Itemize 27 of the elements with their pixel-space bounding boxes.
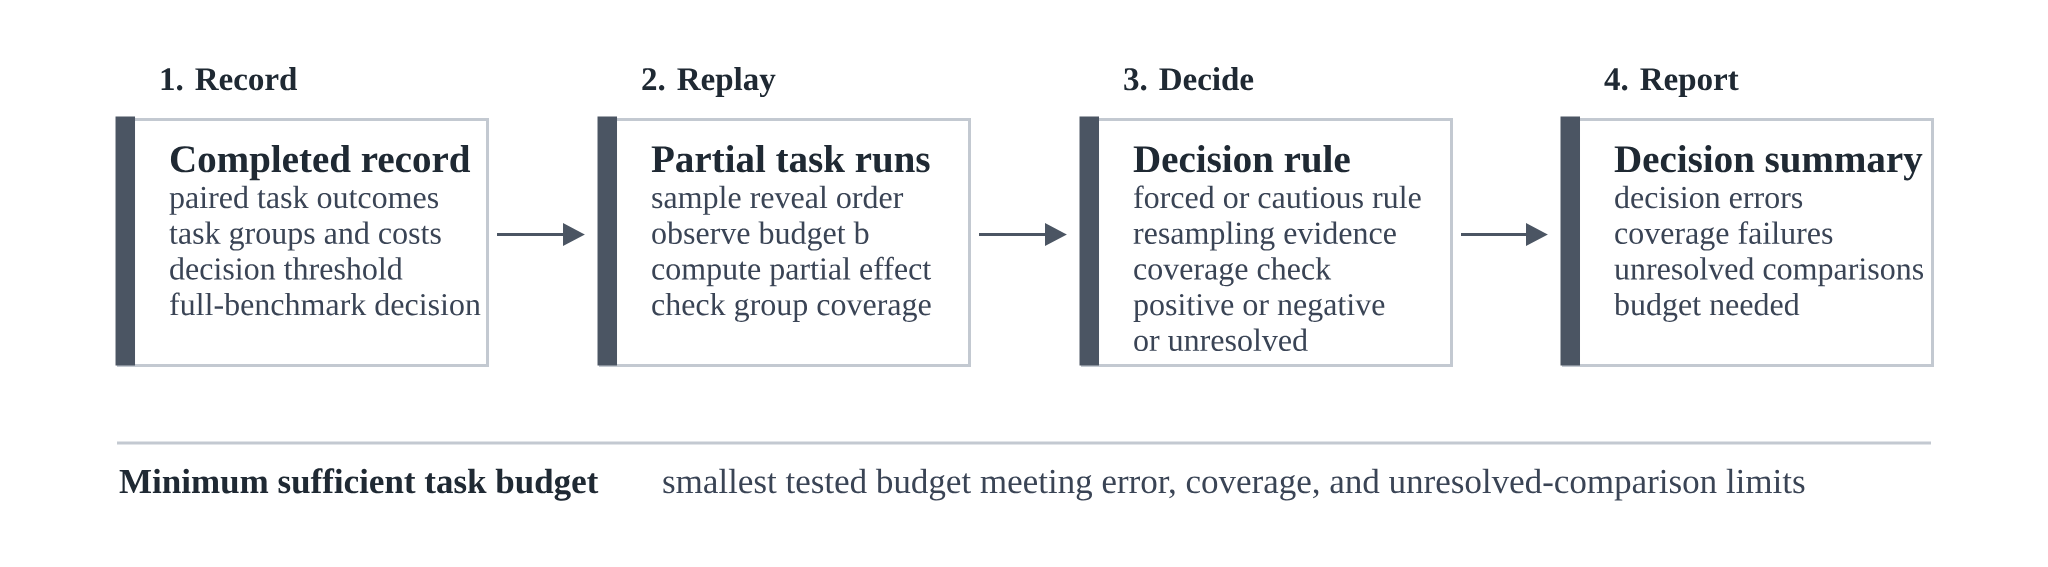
- detail-line: task groups and costs: [169, 221, 441, 251]
- detail-line: compute partial effect: [652, 256, 932, 287]
- stage-title: Completed record: [170, 144, 471, 181]
- detail-line: resampling evidence: [1133, 221, 1396, 251]
- detail-line: or unresolved: [1134, 328, 1308, 352]
- detail-line: full-benchmark decision: [170, 292, 481, 316]
- detail-line: check group coverage: [652, 292, 931, 322]
- detail-line: coverage check: [1134, 257, 1332, 287]
- detail-line: decision threshold: [170, 257, 403, 280]
- detail-line: sample reveal order: [652, 185, 904, 215]
- step-heading: 1. Record: [161, 67, 298, 91]
- detail-line: forced or cautious rule: [1134, 185, 1421, 209]
- step-heading: 2. Replay: [642, 67, 776, 98]
- detail-line: paired task outcomes: [169, 185, 439, 215]
- summary-text: smallest tested budget meeting error, coverage, and unresolved-comparison limits: [663, 468, 1805, 501]
- detail-line: coverage failures: [1615, 221, 1833, 251]
- step-heading: 4. Report: [1604, 68, 1739, 97]
- step-heading: 3. Decide: [1124, 67, 1254, 91]
- stage-title: Decision summary: [1614, 144, 1923, 181]
- detail-line: positive or negative: [1133, 293, 1385, 322]
- detail-line: decision errors: [1615, 185, 1803, 209]
- detail-line: observe budget b: [652, 221, 869, 251]
- stage-title: Decision rule: [1133, 144, 1350, 173]
- detail-line: unresolved comparisons: [1614, 257, 1923, 287]
- summary-heading: Minimum sufficient task budget: [119, 468, 599, 501]
- detail-line: budget needed: [1614, 292, 1800, 322]
- stage-title: Partial task runs: [651, 144, 930, 173]
